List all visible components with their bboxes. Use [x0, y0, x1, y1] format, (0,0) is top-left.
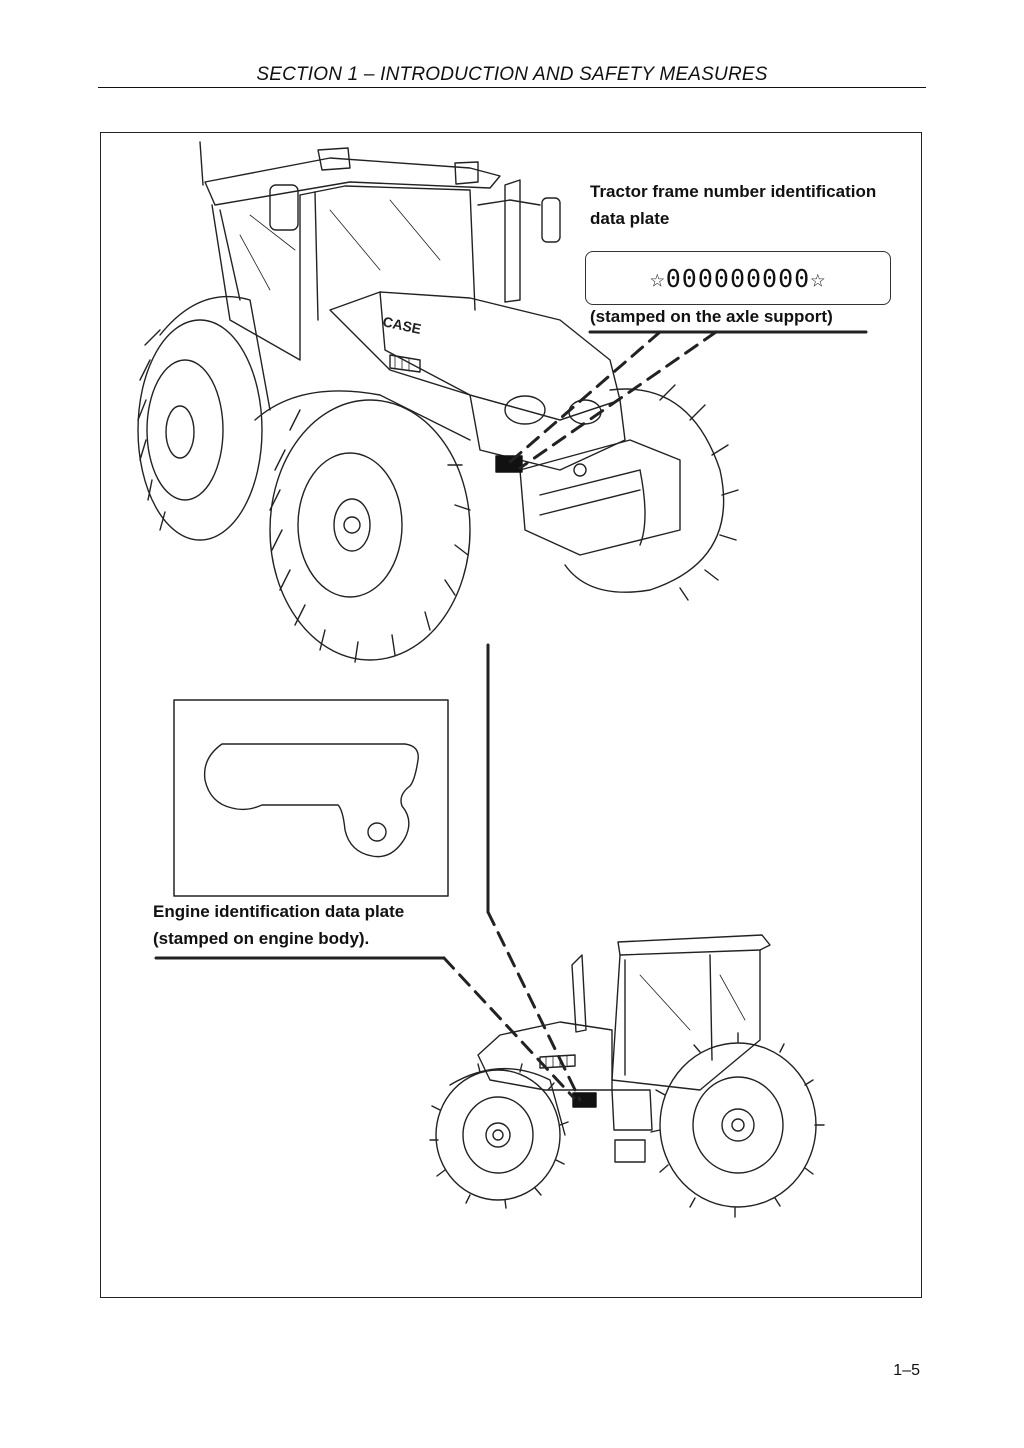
case-logo-decal: CASE: [381, 313, 422, 337]
frame-serial-plate: ☆000000000☆: [585, 251, 891, 305]
frame-serial-number: ☆000000000☆: [649, 263, 827, 293]
page-number: 1–5: [893, 1362, 920, 1379]
frame-plate-title-line2: data plate: [590, 209, 670, 228]
frame-plate-location-marker: [495, 455, 523, 473]
header-rule: [98, 87, 926, 88]
engine-plate-note: (stamped on engine body).: [153, 929, 370, 948]
engine-leader-line-1: [486, 910, 582, 1102]
section-header-title: SECTION 1 – INTRODUCTION AND SAFETY MEAS…: [256, 64, 768, 85]
large-tractor-illustration: CASE: [137, 141, 739, 663]
engine-plate-location-marker: [572, 1092, 597, 1108]
frame-plate-note: (stamped on the axle support): [590, 307, 833, 326]
small-tractor-illustration: [429, 934, 825, 1218]
engine-leader-line-2: [442, 956, 576, 1100]
engine-plate-outline: [203, 743, 419, 858]
frame-plate-leader-line-1: [508, 330, 662, 464]
engine-plate-title: Engine identification data plate: [153, 902, 405, 921]
engine-plate-inset-box: [173, 699, 449, 897]
figure-frame: [100, 132, 922, 1298]
frame-plate-leader-line-2: [518, 330, 718, 470]
frame-plate-title-line1: Tractor frame number identification: [590, 182, 877, 201]
